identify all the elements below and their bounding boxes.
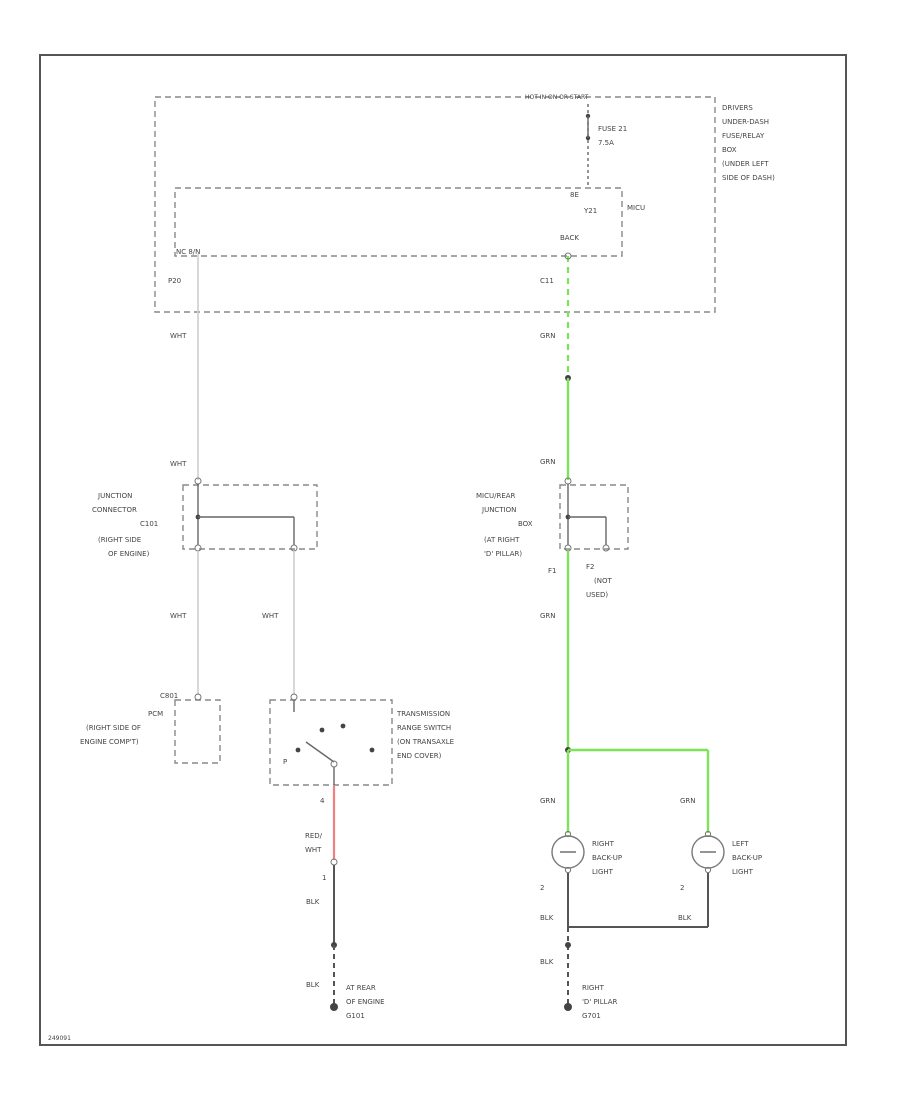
trans-label-0: TRANSMISSION	[396, 710, 450, 718]
pcm-pin	[194, 693, 202, 701]
wht-label-3: WHT	[170, 612, 187, 620]
junction-right-label-2: BOX	[518, 520, 533, 528]
driver-box-label-0: DRIVERS	[722, 104, 753, 112]
grn-label-2: GRN	[540, 458, 556, 466]
pcm-label-0: PCM	[148, 710, 163, 718]
pcm-label-1: (RIGHT SIDE OF	[86, 724, 141, 732]
grn-label-5: GRN	[680, 797, 696, 805]
ground-left-label-2: G101	[346, 1012, 365, 1020]
junction-right-label-1: JUNCTION	[481, 506, 516, 514]
red-wht-label-0: RED/	[305, 832, 323, 840]
pin-b-top-label: Y21	[583, 207, 597, 215]
c11-label: C11	[540, 277, 554, 285]
right-light-label-1: BACK-UP	[592, 854, 622, 862]
micu-left-pin-label: NC 8/N	[176, 248, 200, 256]
pcm-box-outline	[174, 699, 221, 764]
junction-connector-left	[182, 484, 318, 550]
junction-box-right	[559, 484, 629, 550]
grn-label-4: GRN	[540, 797, 556, 805]
left-light-pin-1	[704, 830, 712, 838]
left-light-label-2: LIGHT	[732, 868, 754, 876]
right-light-label-0: RIGHT	[592, 840, 615, 848]
driver-fuse-box-outline	[154, 96, 716, 313]
junction-left-label-0: JUNCTION	[97, 492, 132, 500]
grn-label-3: GRN	[540, 612, 556, 620]
driver-box-label-5: SIDE OF DASH)	[722, 174, 775, 182]
ground-right-symbol	[564, 1003, 572, 1011]
left-light-label-0: LEFT	[732, 840, 749, 848]
junction-left-label-2: C101	[140, 520, 158, 528]
f2-note-1: (NOT	[594, 577, 612, 585]
pin-1-label: 1	[322, 874, 326, 882]
pin-2a-label: 2	[540, 884, 544, 892]
blk-label-2: BLK	[306, 981, 320, 989]
footer-id: 249091	[48, 1035, 71, 1042]
right-light-pin-1	[564, 830, 572, 838]
driver-box-label-3: BOX	[722, 146, 737, 154]
right-light-pin-2	[564, 866, 572, 874]
driver-box-label-4: (UNDER LEFT	[722, 160, 769, 168]
grn-label-1: GRN	[540, 332, 556, 340]
junction-right-label-0: MICU/REAR	[476, 492, 516, 500]
pin-2b-label: 2	[680, 884, 684, 892]
trans-switch-blade	[305, 741, 335, 763]
diagram-frame	[39, 54, 847, 1046]
fuse-label: FUSE 21	[598, 125, 627, 133]
fuse-amp-label: 7.5A	[598, 139, 614, 147]
pcm-pin-label: C801	[160, 692, 178, 700]
driver-box-label-2: FUSE/RELAY	[722, 132, 765, 140]
right-light-label-2: LIGHT	[592, 868, 614, 876]
junction-right-label-4: 'D' PILLAR)	[484, 550, 522, 558]
junction-left-label-4: OF ENGINE)	[108, 550, 150, 558]
junction-right-pin-f1	[564, 544, 572, 552]
pin-a-top-label: 8E	[570, 191, 579, 199]
junction-left-label-1: CONNECTOR	[92, 506, 137, 514]
wht-label-2: WHT	[170, 460, 187, 468]
ground-right-label-0: RIGHT	[582, 984, 605, 992]
blk-splice-right	[565, 942, 571, 948]
trans-contact-2	[340, 723, 346, 729]
driver-box-label-1: UNDER-DASH	[722, 118, 769, 126]
trans-label-2: (ON TRANSAXLE	[397, 738, 454, 746]
f2-note-2: USED)	[586, 591, 608, 599]
ground-left-label-0: AT REAR	[346, 984, 376, 992]
junction-right-pin-f2	[602, 544, 610, 552]
junction-left-pin-bottom-2	[290, 544, 298, 552]
hot-start-label: HOT IN ON OR START	[525, 94, 589, 101]
trans-contact-3	[295, 747, 301, 753]
junction-right-label-3: (AT RIGHT	[484, 536, 520, 544]
junction-left-pin-bottom-1	[194, 544, 202, 552]
trans-pin-4: 4	[320, 797, 325, 805]
trans-contact-4	[369, 747, 375, 753]
trans-label-1: RANGE SWITCH	[397, 724, 451, 732]
blk-label-5: BLK	[540, 958, 554, 966]
ground-right-label-2: G701	[582, 1012, 601, 1020]
ground-right-label-1: 'D' PILLAR	[582, 998, 617, 1006]
transmission-switch-outline	[269, 699, 393, 786]
wht-label-1: WHT	[170, 332, 187, 340]
wht-label-4: WHT	[262, 612, 279, 620]
micu-right-pin-label: BACK	[560, 234, 579, 242]
blk-label-3: BLK	[540, 914, 554, 922]
micu-box-outline	[174, 187, 623, 257]
trans-label-3: END COVER)	[397, 752, 442, 760]
red-wht-label-1: WHT	[305, 846, 322, 854]
f1-label: F1	[548, 567, 556, 575]
blk-label-4: BLK	[678, 914, 692, 922]
micu-label: MICU	[627, 204, 645, 212]
ground-left-label-1: OF ENGINE	[346, 998, 385, 1006]
f2-note-0: F2	[586, 563, 594, 571]
trans-pin-p: P	[283, 758, 287, 766]
pcm-label-2: ENGINE COMP'T)	[80, 738, 139, 746]
left-light-label-1: BACK-UP	[732, 854, 762, 862]
micu-back-pin	[564, 252, 572, 260]
ground-left-symbol	[330, 1003, 338, 1011]
p20-label: P20	[168, 277, 181, 285]
trans-contact-1	[319, 727, 325, 733]
blk-label-1: BLK	[306, 898, 320, 906]
left-light-pin-2	[704, 866, 712, 874]
junction-left-label-3: (RIGHT SIDE	[98, 536, 141, 544]
